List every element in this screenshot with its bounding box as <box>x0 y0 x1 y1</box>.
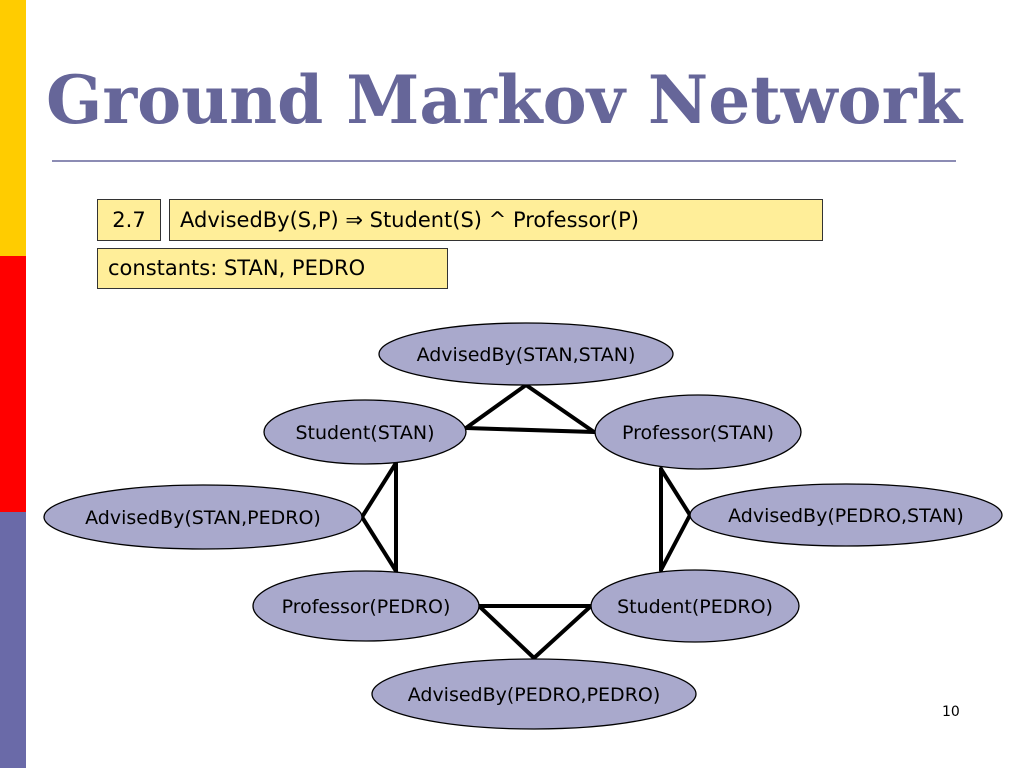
slide-title: Ground Markov Network <box>46 61 963 139</box>
node-advisedby-stan-pedro: AdvisedBy(STAN,PEDRO) <box>43 484 363 550</box>
node-professor-pedro: Professor(PEDRO) <box>252 570 480 642</box>
node-advisedby-pedro-stan-ellipse <box>689 483 1003 547</box>
node-advisedby-pedro-pedro-label: AdvisedBy(PEDRO,PEDRO) <box>408 684 661 706</box>
edge-advisedby-pedro-pedro-to-professor-pedro <box>477 604 536 660</box>
node-advisedby-pedro-stan: AdvisedBy(PEDRO,STAN) <box>689 483 1003 547</box>
node-student-stan-ellipse <box>263 399 467 465</box>
node-advisedby-pedro-stan-label: AdvisedBy(PEDRO,STAN) <box>728 505 964 527</box>
side-bar-blue <box>0 512 26 768</box>
node-professor-stan-ellipse <box>594 394 802 470</box>
node-advisedby-stan-stan-ellipse <box>378 322 674 386</box>
network-nodes: AdvisedBy(STAN,STAN) Student(STAN) Profess… <box>43 322 1003 730</box>
node-professor-stan: Professor(STAN) <box>594 394 802 470</box>
node-advisedby-stan-stan: AdvisedBy(STAN,STAN) <box>378 322 674 386</box>
side-bar-red <box>0 256 26 512</box>
node-professor-pedro-label: Professor(PEDRO) <box>282 596 451 618</box>
edge-advisedby-stan-stan-to-student-stan <box>464 383 528 430</box>
node-professor-pedro-ellipse <box>252 570 480 642</box>
node-advisedby-stan-pedro-ellipse <box>43 484 363 550</box>
edge-advisedby-stan-pedro-to-professor-pedro <box>360 515 398 573</box>
constants-box: constants: STAN, PEDRO <box>97 248 448 289</box>
network-edges <box>360 383 692 660</box>
page-number: 10 <box>942 704 960 720</box>
node-advisedby-stan-pedro-label: AdvisedBy(STAN,PEDRO) <box>85 507 321 529</box>
node-student-stan-label: Student(STAN) <box>295 422 434 444</box>
node-student-pedro: Student(PEDRO) <box>590 569 800 643</box>
node-student-pedro-label: Student(PEDRO) <box>617 596 773 618</box>
node-student-stan: Student(STAN) <box>263 399 467 465</box>
formula-rule-box: AdvisedBy(S,P) ⇒ Student(S) ^ Professor(… <box>169 199 823 241</box>
title-underline <box>52 160 956 162</box>
edge-advisedby-pedro-stan-to-student-pedro <box>659 513 692 572</box>
node-advisedby-pedro-pedro-ellipse <box>371 658 697 730</box>
node-student-pedro-ellipse <box>590 569 800 643</box>
formula-weight-box: 2.7 <box>97 199 161 241</box>
node-advisedby-pedro-pedro: AdvisedBy(PEDRO,PEDRO) <box>371 658 697 730</box>
edge-advisedby-stan-pedro-to-student-stan <box>360 461 398 519</box>
edge-student-stan-to-professor-stan <box>464 426 596 434</box>
edge-advisedby-pedro-stan-to-professor-stan <box>659 467 692 517</box>
node-professor-stan-label: Professor(STAN) <box>622 422 774 444</box>
node-advisedby-stan-stan-label: AdvisedBy(STAN,STAN) <box>417 344 636 366</box>
side-bar-yellow <box>0 0 26 256</box>
edge-advisedby-stan-stan-to-professor-stan <box>524 383 596 434</box>
edge-advisedby-pedro-pedro-to-student-pedro <box>532 604 593 660</box>
